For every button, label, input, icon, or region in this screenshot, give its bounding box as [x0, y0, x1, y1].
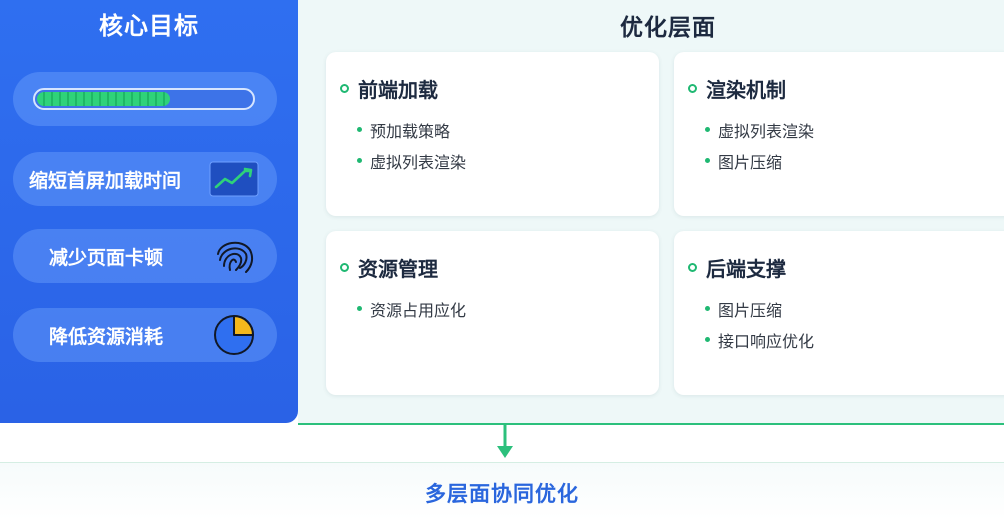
dot-bullet-icon	[705, 337, 710, 342]
dot-bullet-icon	[357, 306, 362, 311]
card-title-text: 资源管理	[358, 257, 438, 281]
list-item: 图片压缩	[705, 145, 814, 176]
arrow-down-icon	[494, 424, 516, 460]
ring-bullet-icon	[340, 263, 349, 272]
list-item-text: 虚拟列表渲染	[718, 121, 815, 141]
goal-pill-load-time: 缩短首屏加载时间	[13, 152, 277, 206]
list-item-text: 图片压缩	[718, 152, 783, 172]
progress-bar	[33, 88, 255, 110]
list-item: 接口响应优化	[705, 324, 814, 355]
list-item: 虚拟列表渲染	[705, 114, 814, 145]
progress-pill	[13, 72, 277, 126]
list-item-text: 资源占用应化	[370, 300, 467, 320]
card-frontend-loading: 前端加载 预加载策略 虚拟列表渲染	[326, 52, 659, 216]
card-item-list: 资源占用应化	[357, 293, 466, 324]
list-item: 虚拟列表渲染	[357, 145, 466, 176]
goal-pill-reduce-lag: 减少页面卡顿	[13, 229, 277, 283]
list-item: 图片压缩	[705, 293, 814, 324]
divider-line	[298, 423, 1004, 425]
dot-bullet-icon	[357, 158, 362, 163]
optimization-levels-title: 优化层面	[620, 15, 716, 41]
list-item-text: 虚拟列表渲染	[370, 152, 467, 172]
card-backend-support: 后端支撑 图片压缩 接口响应优化	[674, 231, 1004, 395]
card-title: 前端加载	[340, 74, 438, 103]
list-item-text: 接口响应优化	[718, 331, 815, 351]
bottom-band	[0, 462, 1004, 520]
pie-icon	[209, 315, 259, 355]
swirl-icon	[209, 236, 259, 276]
dot-bullet-icon	[357, 127, 362, 132]
card-title-text: 前端加载	[358, 78, 438, 102]
core-goals-title: 核心目标	[99, 12, 199, 40]
list-item: 资源占用应化	[357, 293, 466, 324]
goal-label: 减少页面卡顿	[49, 246, 164, 269]
card-render-mechanism: 渲染机制 虚拟列表渲染 图片压缩	[674, 52, 1004, 216]
list-item: 预加载策略	[357, 114, 466, 145]
card-title-text: 渲染机制	[706, 78, 786, 102]
list-item-text: 预加载策略	[370, 121, 451, 141]
ring-bullet-icon	[688, 263, 697, 272]
dot-bullet-icon	[705, 306, 710, 311]
card-item-list: 预加载策略 虚拟列表渲染	[357, 114, 466, 176]
card-item-list: 虚拟列表渲染 图片压缩	[705, 114, 814, 176]
card-resource-management: 资源管理 资源占用应化	[326, 231, 659, 395]
ring-bullet-icon	[688, 84, 697, 93]
card-title: 渲染机制	[688, 74, 786, 103]
dot-bullet-icon	[705, 127, 710, 132]
collaborative-optimization-label: 多层面协同优化	[425, 482, 579, 506]
trend-up-icon	[209, 159, 259, 199]
goal-label: 缩短首屏加载时间	[29, 169, 182, 192]
progress-fill	[37, 92, 171, 106]
core-goals-panel: 核心目标 缩短首屏加载时间 减少页面卡顿 降低资源消	[0, 0, 298, 423]
card-item-list: 图片压缩 接口响应优化	[705, 293, 814, 355]
list-item-text: 图片压缩	[718, 300, 783, 320]
card-title-text: 后端支撑	[706, 257, 786, 281]
goal-pill-resource: 降低资源消耗	[13, 308, 277, 362]
card-title: 资源管理	[340, 253, 438, 282]
goal-label: 降低资源消耗	[49, 325, 164, 348]
ring-bullet-icon	[340, 84, 349, 93]
card-title: 后端支撑	[688, 253, 786, 282]
dot-bullet-icon	[705, 158, 710, 163]
optimization-levels-area: 优化层面 前端加载 预加载策略 虚拟列表渲染 渲染机制 虚拟列表渲染 图片压缩 …	[298, 0, 1004, 423]
